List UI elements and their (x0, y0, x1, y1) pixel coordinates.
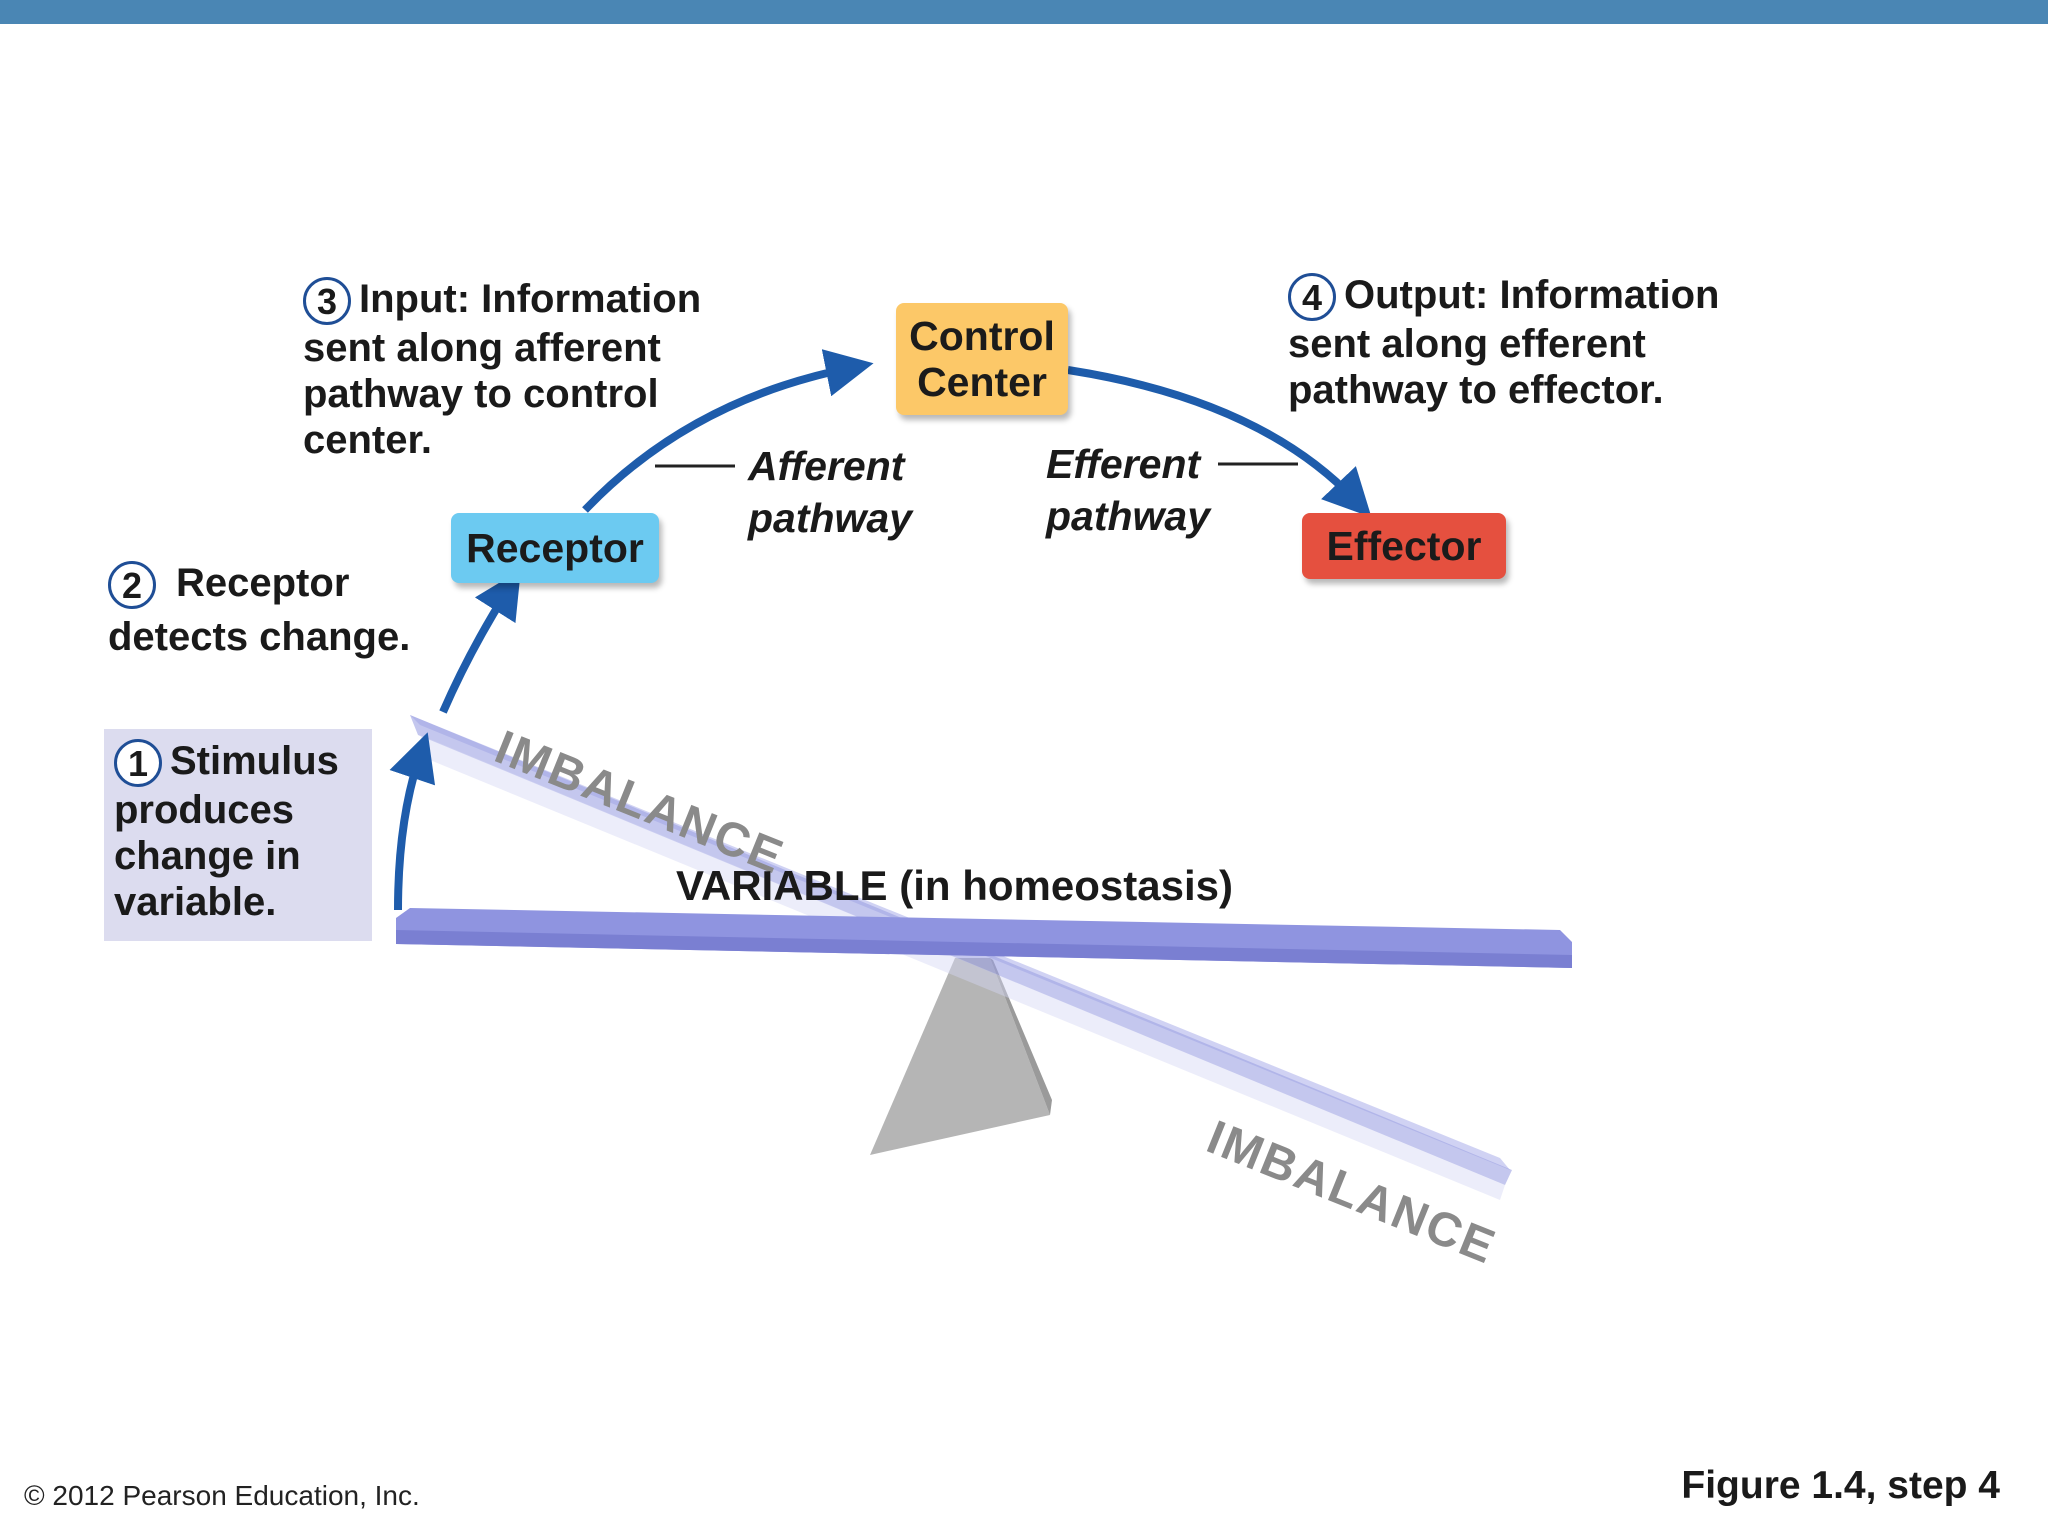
afferent-line2: pathway (748, 495, 913, 541)
receptor-arrow (439, 569, 521, 714)
step-4-line1: Output: Information (1344, 273, 1720, 317)
afferent-line1: Afferent (748, 443, 905, 489)
step-2-line2: detects change. (108, 615, 411, 659)
step-1-line2: produces (114, 788, 295, 833)
step-1-line4: variable. (114, 880, 277, 925)
afferent-pathway-label: Afferent pathway (748, 440, 912, 544)
step-2-line1: Receptor (176, 561, 350, 605)
step-4-line2: sent along efferent (1288, 322, 1646, 367)
fulcrum (870, 958, 1050, 1155)
step-4-number: 4 (1288, 273, 1336, 322)
step-2-text: 2 Receptor detects change. (108, 556, 410, 664)
step-2-number: 2 (108, 561, 156, 610)
step-3-line3: pathway to control (303, 372, 659, 417)
copyright-text: © 2012 Pearson Education, Inc. (24, 1480, 420, 1511)
efferent-line2: pathway (1046, 493, 1211, 539)
afferent-arrow (582, 349, 874, 513)
step-4-line3: pathway to effector. (1288, 368, 1664, 413)
step-1-number: 1 (114, 739, 162, 788)
effector-box: Effector (1302, 513, 1506, 579)
variable-label: VARIABLE (in homeostasis) (676, 862, 1233, 909)
top-bar (0, 0, 2048, 24)
step-3-line1: Input: Information (359, 277, 702, 321)
step-1-line1: Stimulus (170, 739, 339, 783)
control-center-line2: Center (917, 359, 1047, 405)
efferent-pathway-label: Efferent pathway (1046, 438, 1210, 542)
stimulus-arrow (389, 732, 436, 911)
step-1-line3: change in (114, 834, 301, 879)
step-3-line4: center. (303, 418, 432, 463)
step-3-line2: sent along afferent (303, 326, 661, 371)
efferent-line1: Efferent (1046, 441, 1201, 487)
efferent-arrow (1067, 366, 1372, 518)
receptor-box: Receptor (451, 513, 659, 583)
step-3-number: 3 (303, 277, 351, 326)
control-center-line1: Control (909, 313, 1055, 359)
control-center-box: Control Center (896, 303, 1068, 415)
figure-label: Figure 1.4, step 4 (1681, 1464, 2000, 1507)
